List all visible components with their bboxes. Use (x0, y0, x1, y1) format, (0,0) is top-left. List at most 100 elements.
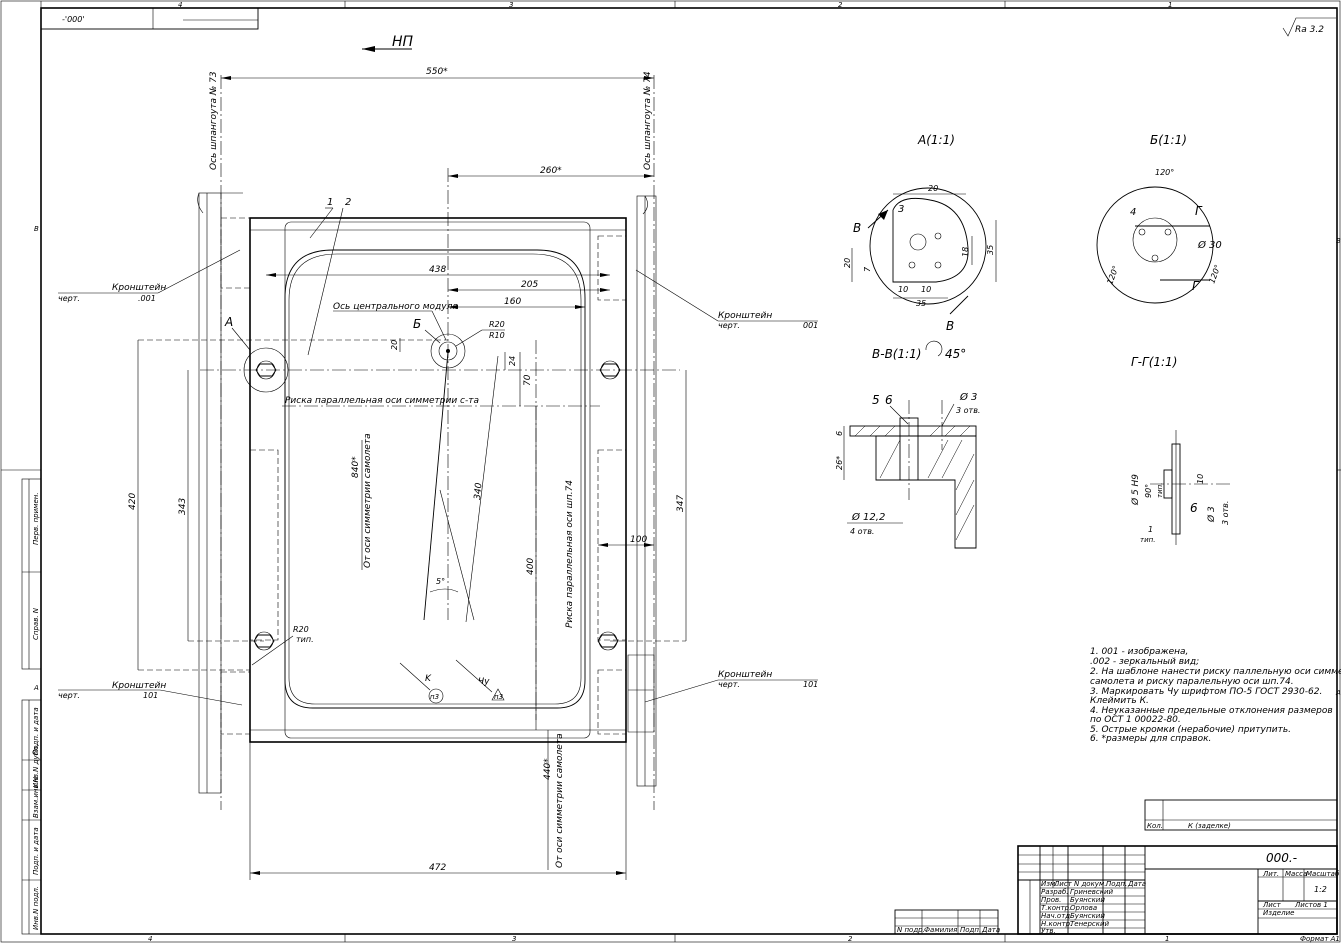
stamp-sign-date-2: Подп. и дата (32, 827, 40, 875)
mark-chu-note: п3 (494, 693, 503, 701)
bolt-bottom-right (597, 631, 619, 651)
note-line-7: 4. Неуказанные предельные отклонения раз… (1090, 706, 1333, 716)
dim-340: 340 (473, 482, 484, 500)
section-v-v: В-В(1:1) 45° 5 6 Ø 3 3 отв (835, 340, 980, 549)
view-a-dim-35-right: 35 (986, 245, 995, 255)
title-col-scale: Масштаб (1306, 870, 1340, 878)
view-a-dim-35-bottom: 35 (916, 299, 926, 308)
bracket-ref-bottom-left: 101 (143, 691, 158, 700)
note-line-9: 5. Острые кромки (нерабочие) притупить. (1090, 725, 1291, 735)
dim-438: 438 (429, 265, 446, 275)
drawing-label-top-left: черт. (58, 294, 80, 303)
title-ref-right: К (заделке) (1188, 822, 1231, 830)
section-gg-typ-2: тип. (1140, 536, 1155, 544)
zone-side-b-right: B (1336, 237, 1341, 245)
bracket-ref-top-right: 001 (803, 321, 818, 330)
axis-symmetry-label-2: От оси симметрии самолета (555, 733, 565, 868)
dim-840: 840* (351, 456, 361, 478)
title-header-doc: N докум. (1074, 880, 1106, 888)
zone-bottom-1: 1 (1165, 935, 1169, 943)
title-ref-left: Кол. (1147, 822, 1163, 830)
title-sheets: Листов 1 (1294, 901, 1328, 909)
dim-205: 205 (521, 280, 538, 290)
view-b-angle-right: 120° (1207, 263, 1222, 284)
dim-440: 440* (543, 758, 553, 780)
view-a-dim-20-top: 20 (928, 184, 938, 193)
dim-r20-typ: R20 (293, 625, 309, 634)
section-vv-bolt-count: 4 отв. (850, 527, 874, 536)
dim-r20-typ-note: тип. (296, 635, 314, 644)
dim-550: 550* (426, 67, 448, 77)
zone-bottom-4: 4 (148, 935, 152, 943)
view-a-section-letter-bottom: В (946, 319, 954, 333)
dim-20: 20 (390, 340, 399, 350)
section-vv-rotation: 45° (945, 347, 966, 361)
dim-r10: R10 (489, 331, 505, 340)
title-row-checker-name: Буянский (1070, 896, 1105, 904)
note-line-8: по ОСТ 1 00022-80. (1090, 715, 1181, 725)
title-col-mass: Масса (1285, 870, 1307, 878)
view-b-section-letter-top: Г (1195, 204, 1203, 218)
drawing-label-top-right: черт. (718, 321, 740, 330)
note-line-1: 1. 001 - изображена, (1090, 647, 1188, 657)
view-a: А(1:1) 20 20 7 18 35 10 10 35 В В 3 (843, 133, 997, 333)
section-vv-hole: Ø 3 (959, 391, 977, 403)
stamp-first-use: Перв. примен. (32, 492, 40, 545)
section-vv-item-5: 5 (872, 393, 880, 407)
main-view: Ось шпангоута № 73 Ось шпангоута № 74 (58, 67, 818, 880)
view-a-title: А(1:1) (917, 133, 955, 147)
zone-bottom-3: 3 (512, 935, 516, 943)
dim-24: 24 (508, 356, 517, 366)
title-block: Кол. К (заделке) 000.- Лит. Масса Масшта… (894, 799, 1340, 943)
section-vv-dim-26: 26* (835, 456, 844, 470)
note-line-4: самолета и риску паралельную оси шп.74. (1090, 677, 1294, 687)
section-gg-hole-count: 3 отв. (1221, 501, 1230, 525)
view-b-section-letter-bottom: Г (1192, 279, 1200, 293)
title-row-approve-role: Утв. (1041, 927, 1056, 935)
stamp-dup-inv: Инв.N дубл. (32, 744, 40, 788)
view-a-item-3: 3 (898, 204, 904, 215)
view-mark-a: А (224, 315, 233, 329)
title-row-developer-role: Разраб. (1041, 888, 1069, 896)
drawing-label-bottom-right: черт. (718, 680, 740, 689)
dim-r20: R20 (489, 320, 505, 329)
dim-angle-5: 5° (436, 577, 445, 586)
roughness-mark: Ra 3.2 (1282, 17, 1336, 37)
dim-400: 400 (526, 558, 536, 575)
section-gg-dim-1: 1 (1148, 525, 1153, 534)
view-a-section-letter-top: В (853, 221, 861, 235)
zone-side-b: B (34, 225, 39, 233)
stamp-reference: Справ. N (32, 607, 40, 640)
scribe-line-symmetry: Риска параллельная оси симметрии с-та (285, 396, 479, 406)
zone-top-3: 3 (509, 1, 513, 9)
roughness-value: Ra 3.2 (1295, 25, 1324, 35)
title-row-tcontrol-role: Т.контр. (1041, 904, 1071, 912)
axis-symmetry-label-1: От оси симметрии самолета (363, 433, 373, 568)
section-vv-bolt: Ø 12,2 (851, 511, 885, 523)
view-a-dim-18: 18 (961, 247, 970, 257)
section-vv-item-6: 6 (885, 393, 893, 407)
direction-label: НП (392, 34, 414, 50)
axis-module-label: Ось центрального модуля (333, 302, 458, 312)
bracket-label-bottom-right: Кронштейн (718, 670, 772, 680)
view-a-dim-10-b: 10 (921, 285, 931, 294)
section-gg-dim-10: 10 (1196, 474, 1205, 484)
title-designation: 000.- (1266, 851, 1297, 865)
technical-notes: 1. 001 - изображена, .002 - зеркальный в… (1090, 647, 1341, 744)
title-header-sheet: Лист (1053, 880, 1073, 888)
side-stamp-column: Перв. примен. Справ. N Подп. и дата Инв.… (21, 478, 42, 935)
title-header-change: Изм. (1041, 880, 1057, 888)
view-a-dim-10-a: 10 (898, 285, 908, 294)
title-header-sign: Подп. (1106, 880, 1127, 888)
zone-top-1: 1 (1168, 1, 1172, 9)
dim-260: 260* (540, 166, 562, 176)
change-col-date: Дата (981, 926, 1000, 934)
title-row-ncontrol-role: Н.контр. (1041, 920, 1072, 928)
section-gg-title: Г-Г(1:1) (1131, 355, 1177, 369)
title-row-ncontrol-name: Тенерский (1070, 920, 1110, 928)
dim-100: 100 (630, 535, 647, 545)
section-vv-hole-count: 3 отв. (956, 406, 980, 415)
view-b-item-4: 4 (1130, 207, 1136, 218)
bracket-label-bottom-left: Кронштейн (112, 681, 166, 691)
